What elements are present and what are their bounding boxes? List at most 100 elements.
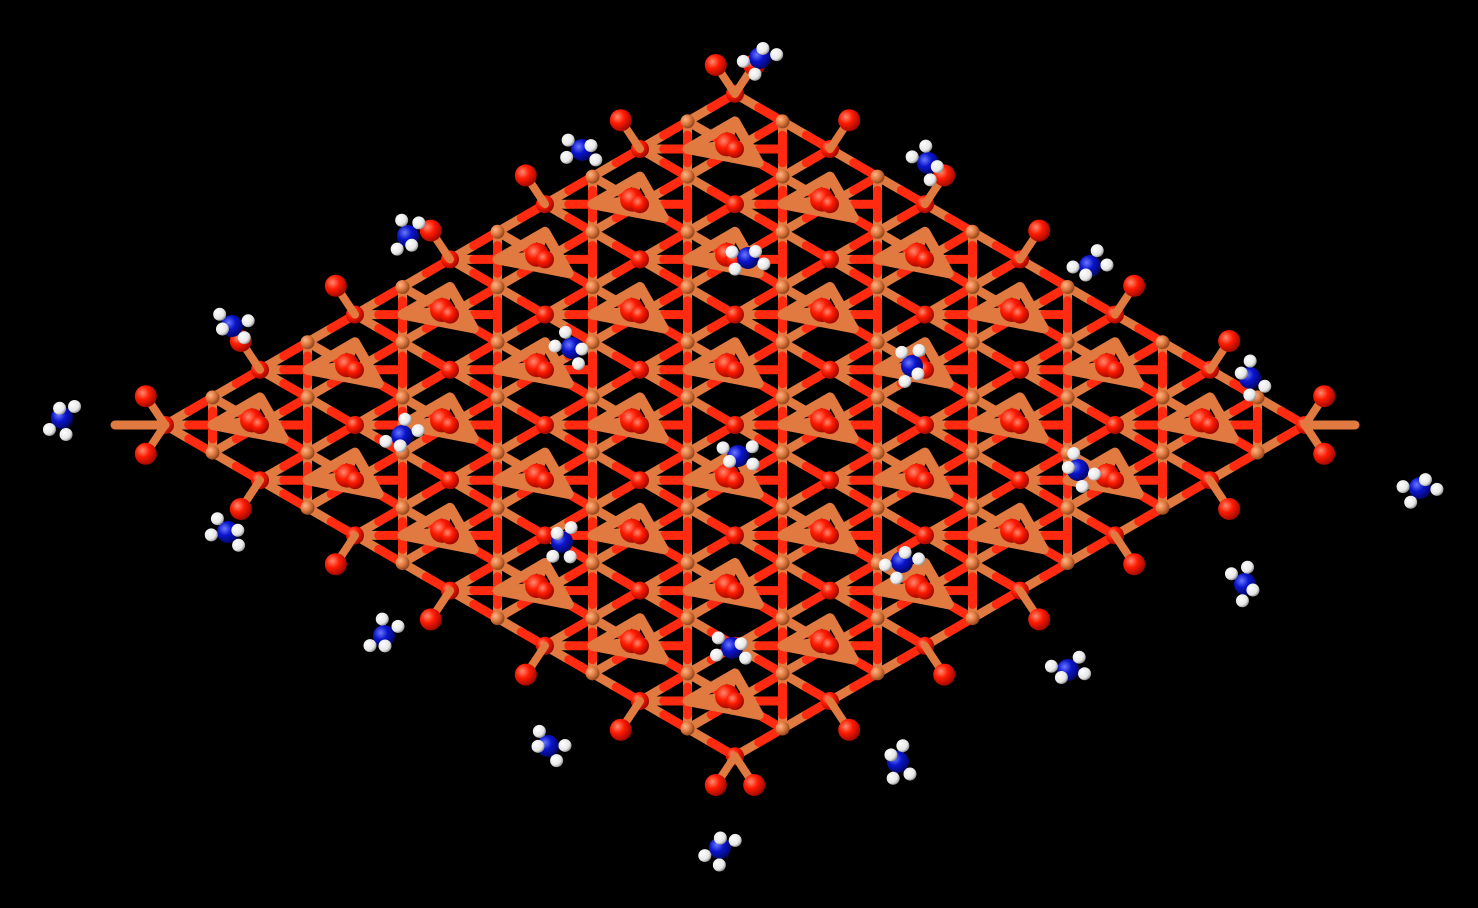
hydrogen-atom xyxy=(241,314,255,328)
oxygen-atom xyxy=(916,250,934,269)
copper-atom xyxy=(490,556,505,570)
terminal-oxygen xyxy=(609,109,632,132)
copper-atom xyxy=(680,390,695,405)
cu-triangle xyxy=(587,171,669,223)
ammonium-ion xyxy=(531,724,572,768)
hydrogen-atom xyxy=(712,858,726,872)
terminal-oxygen xyxy=(1123,553,1146,576)
hydrogen-atom xyxy=(398,412,412,426)
copper-atom xyxy=(490,280,505,294)
hydrogen-atom xyxy=(68,400,82,414)
cu-triangle xyxy=(777,282,859,334)
terminal-oxygen xyxy=(514,663,537,686)
cu-triangle xyxy=(967,282,1049,334)
hydrogen-atom xyxy=(896,739,910,753)
hydrogen-atom xyxy=(930,160,944,174)
hydrogen-atom xyxy=(919,139,933,153)
copper-atom xyxy=(585,666,600,681)
ammonium-ion xyxy=(1224,560,1260,608)
hydrogen-atom xyxy=(757,257,771,271)
oxygen-atom xyxy=(631,526,649,545)
copper-atom xyxy=(680,611,695,626)
copper-atom xyxy=(1155,500,1170,515)
hydrogen-atom xyxy=(756,41,770,55)
oxygen-atom xyxy=(1106,360,1124,379)
hydrogen-atom xyxy=(725,245,739,259)
oxygen-atom xyxy=(441,416,459,434)
cu-triangle xyxy=(587,392,669,444)
hydrogen-atom xyxy=(912,344,926,358)
oxygen-atom xyxy=(441,360,459,379)
ammonium-ion xyxy=(1066,244,1114,282)
oxygen-atom xyxy=(916,416,934,434)
cu-triangle xyxy=(207,392,289,444)
oxygen-atom xyxy=(821,471,839,490)
copper-atom xyxy=(680,666,695,681)
oxygen-atom xyxy=(726,526,744,545)
copper-atom xyxy=(395,335,410,350)
copper-atom xyxy=(965,445,980,460)
oxygen-atom xyxy=(1011,471,1029,490)
ammonium-ion xyxy=(895,344,926,388)
hydrogen-atom xyxy=(1404,495,1418,509)
terminal-oxygen xyxy=(1123,274,1146,297)
cu-triangle xyxy=(492,558,574,610)
cu-triangle xyxy=(397,282,479,334)
cu-triangle xyxy=(492,226,574,279)
terminal-oxygen xyxy=(1028,219,1051,242)
hydrogen-atom xyxy=(1078,667,1092,681)
hydrogen-atom xyxy=(1234,366,1248,380)
copper-atom xyxy=(775,280,790,294)
hydrogen-atom xyxy=(1235,594,1249,608)
cu-triangle xyxy=(397,392,479,444)
copper-atom xyxy=(775,445,790,460)
hydrogen-atom xyxy=(728,833,742,847)
cu-triangle xyxy=(1062,337,1144,389)
terminal-oxygen xyxy=(134,442,157,465)
oxygen-atom xyxy=(821,581,839,600)
copper-atom xyxy=(395,500,410,515)
ammonium-ion xyxy=(379,412,425,453)
copper-atom xyxy=(1060,556,1075,570)
oxygen-atom xyxy=(631,636,649,655)
copper-atom xyxy=(775,556,790,570)
hydrogen-atom xyxy=(698,849,712,863)
hydrogen-atom xyxy=(745,440,759,454)
terminal-oxygen xyxy=(1218,498,1241,520)
cu-triangle xyxy=(492,337,574,389)
ammonium-ion xyxy=(698,831,742,872)
copper-atom xyxy=(300,445,315,460)
oxygen-atom xyxy=(346,360,364,379)
oxygen-atom xyxy=(821,195,839,214)
hydrogen-atom xyxy=(1100,258,1114,272)
hydrogen-atom xyxy=(363,639,377,653)
hydrogen-atom xyxy=(1430,482,1444,496)
hydrogen-atom xyxy=(405,238,419,252)
hydrogen-atom xyxy=(898,545,912,559)
oxygen-atom xyxy=(536,305,554,324)
oxygen-atom xyxy=(916,305,934,324)
hydrogen-atom xyxy=(564,521,578,535)
oxygen-atom xyxy=(536,471,554,490)
oxygen-atom xyxy=(441,471,459,490)
hydrogen-atom xyxy=(548,339,562,353)
hydrogen-atom xyxy=(905,150,919,164)
oxygen-atom xyxy=(726,360,744,379)
hydrogen-atom xyxy=(215,322,229,336)
hydrogen-atom xyxy=(898,374,912,388)
oxygen-atom xyxy=(726,581,744,600)
hydrogen-atom xyxy=(770,48,784,62)
cu-triangle xyxy=(1157,392,1239,444)
hydrogen-atom xyxy=(1246,583,1260,597)
oxygen-atom xyxy=(1011,416,1029,434)
hydrogen-atom xyxy=(710,648,724,662)
copper-atom xyxy=(680,280,695,294)
hydrogen-atom xyxy=(736,54,750,68)
hydrogen-atom xyxy=(546,549,560,563)
hydrogen-atom xyxy=(395,213,409,227)
copper-atom xyxy=(585,390,600,405)
hydrogen-atom xyxy=(1066,260,1080,274)
copper-atom xyxy=(775,390,790,405)
copper-atom xyxy=(775,114,790,129)
copper-atom xyxy=(585,500,600,515)
